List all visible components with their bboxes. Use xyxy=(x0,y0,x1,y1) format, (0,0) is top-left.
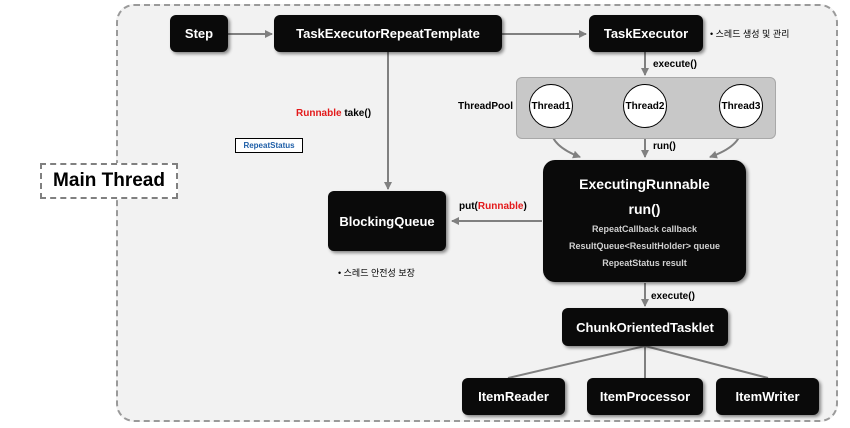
run-label: run() xyxy=(653,141,676,152)
put-prefix-text: put( xyxy=(459,201,478,212)
step-node: Step xyxy=(170,15,228,52)
executing-runnable-method: run() xyxy=(628,201,661,217)
blocking-queue-note: • 스레드 안전성 보장 xyxy=(338,268,415,278)
put-suffix-text: ) xyxy=(523,201,527,212)
execute-label-1: execute() xyxy=(653,59,697,70)
task-executor-repeat-template-node: TaskExecutorRepeatTemplate xyxy=(274,15,502,52)
take-label: Runnable take() xyxy=(296,108,371,119)
repeat-status-box: RepeatStatus xyxy=(235,138,303,153)
execute-label-2: execute() xyxy=(651,291,695,302)
executing-runnable-title: ExecutingRunnable xyxy=(579,176,710,192)
put-runnable-text: Runnable xyxy=(477,201,524,212)
thread-pool-label: ThreadPool xyxy=(458,101,514,112)
take-runnable-text: Runnable xyxy=(296,108,342,119)
thread1-circle: Thread1 xyxy=(529,84,573,128)
thread2-circle: Thread2 xyxy=(623,84,667,128)
line-tasklet-to-writer xyxy=(644,345,769,379)
item-reader-node: ItemReader xyxy=(462,378,565,415)
item-processor-node: ItemProcessor xyxy=(587,378,703,415)
take-method-text: take() xyxy=(344,108,372,119)
main-thread-label: Main Thread xyxy=(40,163,178,199)
put-label: put(Runnable) xyxy=(459,201,527,212)
executing-runnable-field-queue: ResultQueue<ResultHolder> queue xyxy=(568,241,721,251)
thread3-circle: Thread3 xyxy=(719,84,763,128)
task-executor-note: • 스레드 생성 및 관리 xyxy=(710,29,790,39)
blocking-queue-node: BlockingQueue xyxy=(328,191,446,251)
line-tasklet-to-reader xyxy=(507,345,646,379)
executing-runnable-field-callback: RepeatCallback callback xyxy=(591,224,698,234)
executing-runnable-node: ExecutingRunnable run() RepeatCallback c… xyxy=(543,160,746,282)
executing-runnable-field-result: RepeatStatus result xyxy=(602,258,687,268)
item-writer-node: ItemWriter xyxy=(716,378,819,415)
chunk-oriented-tasklet-node: ChunkOrientedTasklet xyxy=(562,308,728,346)
task-executor-node: TaskExecutor xyxy=(589,15,703,52)
